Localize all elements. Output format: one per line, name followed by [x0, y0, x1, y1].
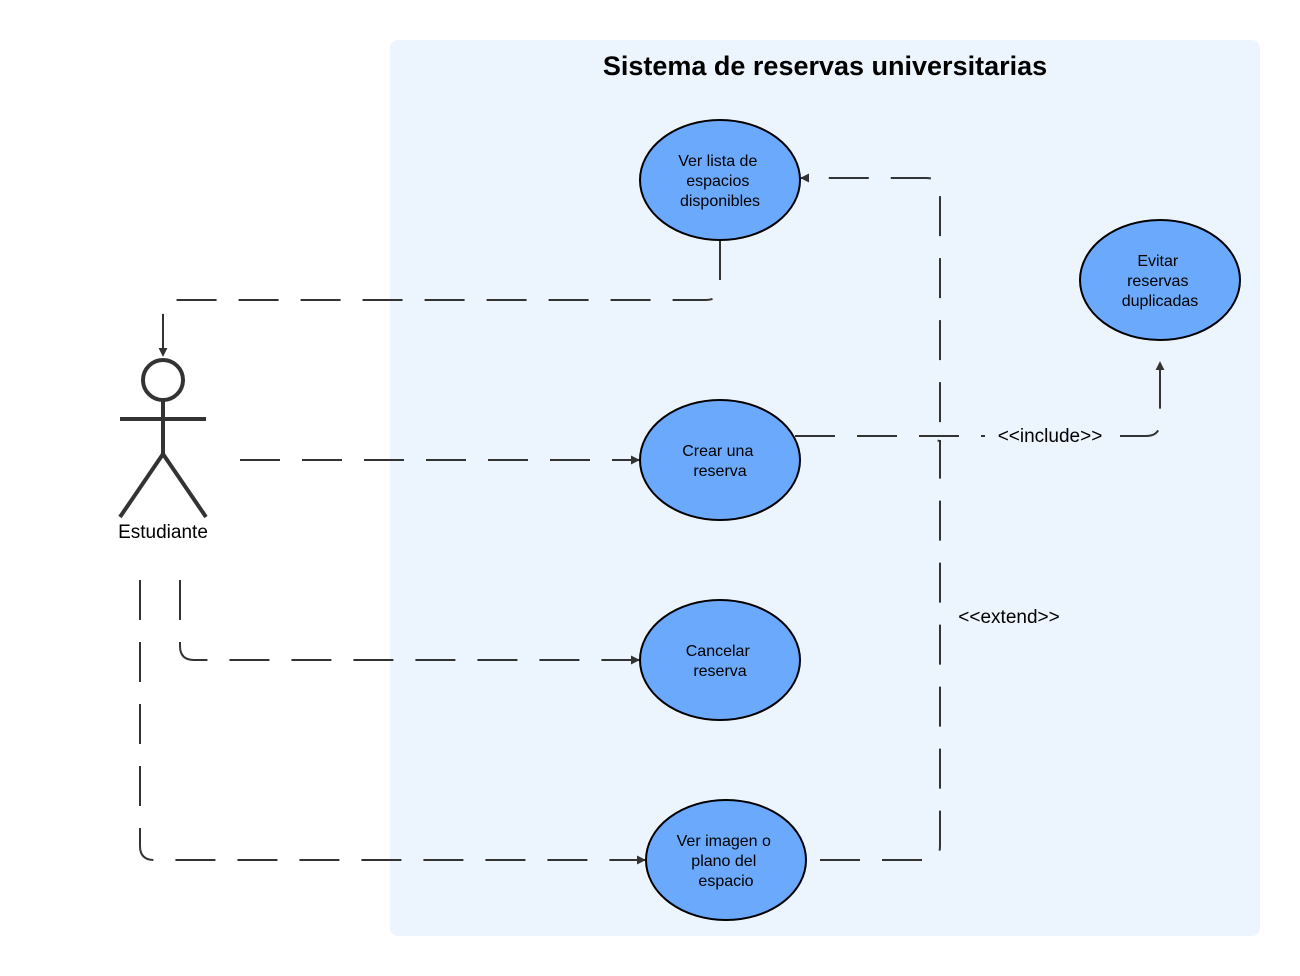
use-case-crear-reserva-line: reserva: [693, 463, 746, 480]
use-case-crear-reserva-shape: [639, 399, 801, 521]
use-case-cancelar-reserva-label: Cancelar reserva: [686, 643, 754, 680]
use-case-crear-reserva-label: Crear una reserva: [682, 443, 758, 480]
use-case-cancelar-reserva-line: Cancelar: [686, 643, 751, 660]
system-boundary: [390, 40, 1260, 936]
use-case-ver-lista-line: Ver lista de: [678, 153, 757, 170]
use-case-evitar-duplicadas-line: duplicadas: [1122, 293, 1199, 310]
use-case-ver-imagen-line: espacio: [698, 873, 753, 890]
use-case-ver-imagen-line: plano del: [691, 853, 756, 870]
connector-include-part2: [1120, 361, 1165, 437]
use-case-crear-reserva[interactable]: Crear una reserva: [639, 399, 801, 521]
use-case-ver-imagen[interactable]: Ver imagen o plano del espacio: [645, 799, 807, 921]
connector-ver-lista-to-estudiante: [158, 240, 721, 357]
actor-right-leg: [161, 452, 208, 519]
use-case-evitar-duplicadas-label: Evitar reservas duplicadas: [1122, 253, 1199, 310]
actor-estudiante[interactable]: Estudiante: [118, 358, 208, 543]
actor-name: Estudiante: [118, 522, 208, 543]
use-case-cancelar-reserva-shape: [639, 599, 801, 721]
connector-estudiante-to-cancelar: [179, 580, 640, 665]
actor-left-leg: [118, 452, 165, 519]
use-case-evitar-duplicadas-line: reservas: [1127, 273, 1188, 290]
use-case-cancelar-reserva[interactable]: Cancelar reserva: [639, 599, 801, 721]
connector-estudiante-to-ver-imagen: [139, 580, 646, 865]
extend-label: <<extend>>: [958, 607, 1059, 628]
use-case-evitar-duplicadas[interactable]: Evitar reservas duplicadas: [1079, 219, 1241, 341]
system-title: Sistema de reservas universitarias: [603, 51, 1047, 81]
use-case-cancelar-reserva-line: reserva: [693, 663, 746, 680]
use-case-ver-lista-label: Ver lista de espacios disponibles: [678, 153, 762, 210]
use-case-evitar-duplicadas-shape: [1079, 219, 1241, 341]
use-case-ver-imagen-line: Ver imagen o: [677, 833, 771, 850]
use-case-crear-reserva-line: Crear una: [682, 443, 753, 460]
use-case-ver-lista-shape: [639, 119, 801, 241]
use-case-ver-lista-line: disponibles: [680, 193, 760, 210]
actor-head: [141, 358, 185, 402]
use-case-ver-lista[interactable]: Ver lista de espacios disponibles: [639, 119, 801, 241]
use-case-evitar-duplicadas-line: Evitar: [1137, 253, 1179, 270]
use-case-ver-imagen-label: Ver imagen o plano del espacio: [677, 833, 776, 890]
use-case-ver-lista-line: espacios: [686, 173, 749, 190]
use-case-ver-imagen-shape: [645, 799, 807, 921]
include-label: <<include>>: [998, 426, 1103, 447]
